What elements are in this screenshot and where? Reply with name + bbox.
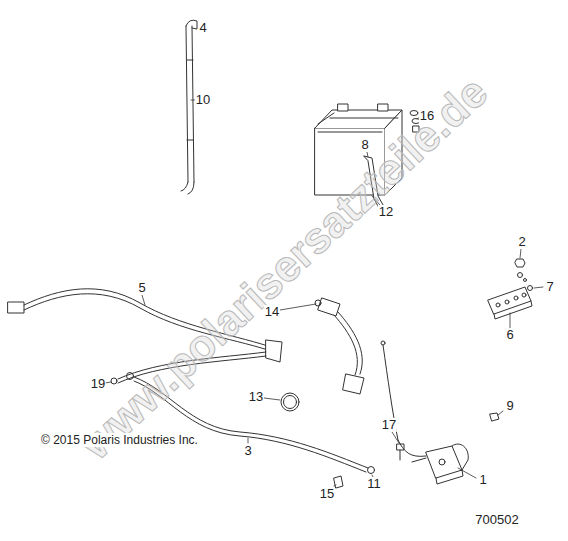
battery-cable <box>315 298 398 440</box>
callout-number: 13 <box>248 390 264 404</box>
callout-number: 15 <box>319 487 335 501</box>
callout-number: 7 <box>545 280 554 294</box>
callout-number: 19 <box>90 377 106 391</box>
cable-clip <box>281 393 299 411</box>
copyright-note: © 2015 Polaris Industries Inc. <box>40 433 199 447</box>
callout-number: 10 <box>195 93 211 107</box>
battery-strap <box>181 20 197 194</box>
callout-number: 8 <box>360 138 369 152</box>
callout-number: 9 <box>505 399 514 413</box>
diagram-number: 700502 <box>474 513 519 527</box>
callout-number: 6 <box>505 328 514 342</box>
callout-number: 17 <box>381 418 397 432</box>
nut <box>515 259 533 291</box>
callout-number: 16 <box>419 109 435 123</box>
starter-relay <box>398 440 468 484</box>
callout-number: 1 <box>478 473 487 487</box>
callout-number: 14 <box>264 305 280 319</box>
callout-number: 4 <box>198 21 207 35</box>
callout-number: 5 <box>137 281 146 295</box>
callout-number: 11 <box>366 477 382 491</box>
callout-number: 2 <box>517 235 526 249</box>
callout-number: 12 <box>378 205 394 219</box>
callout-number: 3 <box>243 444 252 458</box>
leader-lines <box>105 100 543 486</box>
fastener <box>334 413 499 488</box>
